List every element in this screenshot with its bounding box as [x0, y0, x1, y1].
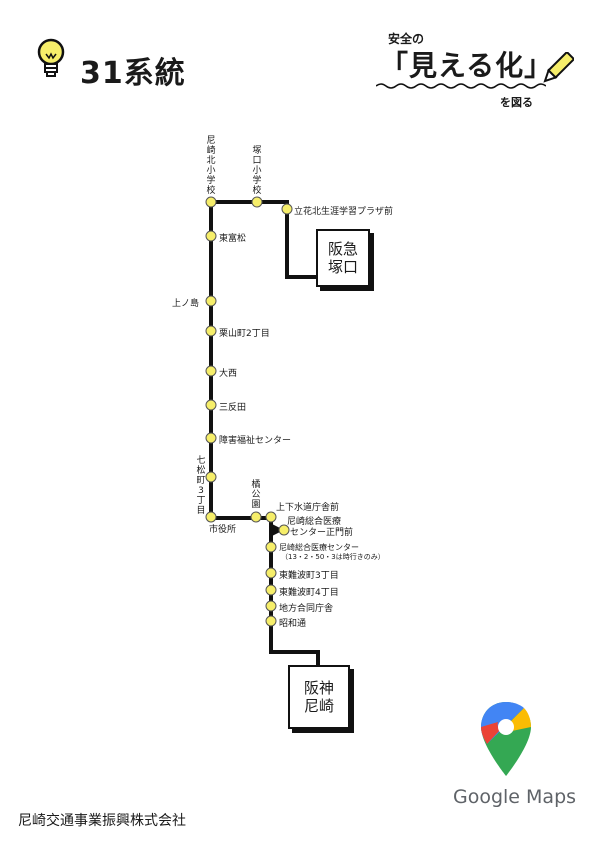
direction-arrow-icon	[272, 524, 284, 536]
terminal-hanshin-amagasaki: 阪神 尼崎	[288, 665, 350, 729]
stop-label-chiho-godo-chosha: 地方合同庁舎	[279, 604, 334, 614]
stop-label-sogo-iryo-seimon-2: センター正門前	[290, 528, 354, 538]
route-title: 31系統	[80, 56, 186, 91]
pencil-icon	[543, 52, 574, 83]
stop-label-sanhanda: 三反田	[219, 403, 247, 413]
stop-label-tsukaguchi-shogakko: 塚口小学校	[252, 146, 262, 196]
stop-marker	[205, 432, 217, 444]
terminal-hanshin-line1: 阪神	[303, 679, 334, 697]
stop-marker	[205, 196, 217, 208]
stop-label-onishi: 大西	[219, 369, 238, 379]
company-name: 尼崎交通事業振興株式会社	[18, 813, 186, 829]
stop-marker	[265, 584, 277, 596]
stop-label-shogai-fukushi-center: 障害福祉センター	[219, 436, 292, 446]
slogan-main: 「見える化」	[380, 49, 554, 82]
stop-marker	[251, 196, 263, 208]
stop-label-sogo-iryo-center: 尼崎総合医療センター	[279, 543, 359, 552]
terminal-hankyu-tsukaguchi: 阪急 塚口	[316, 229, 370, 287]
lightbulb-icon	[37, 38, 65, 77]
stop-label-sogo-iryo-seimon-1: 尼崎総合医療	[287, 517, 342, 527]
stop-marker	[205, 399, 217, 411]
stop-label-showa-dori: 昭和通	[279, 619, 307, 629]
google-maps-wordmark: Google Maps	[453, 786, 577, 808]
stop-marker	[265, 511, 277, 523]
stop-marker	[250, 511, 262, 523]
terminal-hankyu-line2: 塚口	[327, 258, 358, 276]
stop-marker	[205, 365, 217, 377]
slogan-bottom: を図る	[500, 96, 533, 109]
wave-underline	[376, 83, 546, 89]
stop-marker	[205, 511, 217, 523]
stop-marker	[205, 325, 217, 337]
terminal-hanshin-line2: 尼崎	[303, 697, 334, 715]
stop-label-higashi-tomimatsu: 東富松	[219, 234, 247, 244]
slogan-top: 安全の	[388, 32, 425, 46]
google-maps-pin-icon	[481, 702, 531, 776]
stop-label-kaminoshima: 上ノ島	[172, 299, 200, 309]
terminal-hankyu-line1: 阪急	[327, 240, 358, 258]
stop-label-higashi-nanba-3: 東難波町3丁目	[279, 571, 339, 581]
stop-label-tachibana-kita-plaza: 立花北生涯学習プラザ前	[294, 207, 394, 217]
stop-marker	[205, 471, 217, 483]
stop-label-kuriyamacho-2: 栗山町2丁目	[219, 329, 270, 339]
stop-label-higashi-nanba-4: 東難波町4丁目	[279, 588, 339, 598]
stop-marker	[265, 600, 277, 612]
stop-marker	[265, 615, 277, 627]
stop-marker	[205, 295, 217, 307]
stop-marker	[265, 541, 277, 553]
stop-label-shichimatsucho-3: 七松町3丁目	[196, 456, 206, 516]
stop-label-amagasaki-kita-shogakko: 尼崎北小学校	[206, 136, 216, 196]
stop-label-sogo-iryo-center-note: （13・2・50・3は時行きのみ）	[281, 553, 385, 561]
stop-marker	[265, 567, 277, 579]
stop-marker	[205, 230, 217, 242]
stop-markers	[205, 196, 293, 627]
stop-label-jogesuido-chosha: 上下水道庁舎前	[276, 503, 340, 513]
stop-label-tachibana-koen: 橘公園	[251, 480, 261, 510]
stop-marker	[281, 203, 293, 215]
stop-marker	[278, 524, 290, 536]
stop-label-shiyakusho: 市役所	[209, 525, 237, 535]
